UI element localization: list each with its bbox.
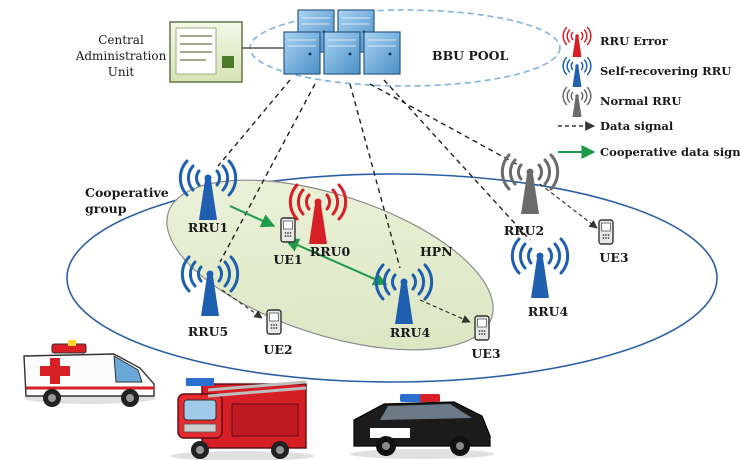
ue3-phone-icon-right bbox=[598, 219, 614, 245]
legend-label-data-signal: Data signal bbox=[600, 119, 674, 133]
rru2-tower bbox=[500, 153, 560, 214]
ue-data-links bbox=[221, 183, 598, 323]
rru1-label: RRU1 bbox=[188, 220, 228, 235]
cooperative-group-line1: Cooperative bbox=[85, 185, 169, 200]
data-signal-lines bbox=[217, 79, 531, 269]
cooperative-group-line2: group bbox=[85, 201, 127, 216]
ue2-phone-icon bbox=[266, 309, 282, 335]
rru2-label: RRU2 bbox=[504, 223, 544, 238]
ue2-label: UE2 bbox=[263, 342, 292, 357]
legend-label-self-recovering: Self-recovering RRU bbox=[600, 64, 731, 78]
rru5-label: RRU5 bbox=[188, 324, 228, 339]
ue3-label-hpn: UE3 bbox=[471, 346, 500, 361]
legend-label-normal: Normal RRU bbox=[600, 94, 681, 108]
ue1-label: UE1 bbox=[273, 252, 302, 267]
legend-label-error: RRU Error bbox=[600, 34, 669, 48]
rru4-label-right: RRU4 bbox=[528, 304, 569, 319]
legend-normal-icon bbox=[562, 86, 592, 117]
central-unit-line2: Administration bbox=[75, 49, 167, 63]
central-unit-line1: Central bbox=[98, 33, 144, 47]
legend-self-recovering-icon bbox=[562, 56, 592, 87]
central-unit-line3: Unit bbox=[108, 65, 135, 79]
rru4-tower-right bbox=[510, 237, 570, 298]
hpn-area bbox=[166, 179, 494, 351]
ue1-phone-icon bbox=[280, 217, 296, 243]
ambulance-icon bbox=[23, 340, 156, 407]
hpn-label: HPN bbox=[420, 244, 453, 259]
ue3-phone-icon-hpn bbox=[474, 315, 490, 341]
bbu-servers bbox=[283, 9, 401, 75]
rru4-label-hpn: RRU4 bbox=[390, 325, 431, 340]
police-car-icon bbox=[350, 394, 494, 459]
bbu-pool-label: BBU POOL bbox=[432, 48, 509, 63]
legend: RRU Error Self-recovering RRU Normal RRU… bbox=[558, 26, 740, 159]
coverage-area bbox=[66, 173, 718, 383]
cooperative-signal-lines bbox=[229, 205, 388, 286]
central-admin-unit bbox=[169, 21, 284, 83]
legend-error-icon bbox=[562, 26, 592, 57]
ue3-label-right: UE3 bbox=[599, 250, 628, 265]
legend-label-cooperative-signal: Cooperative data signal bbox=[600, 145, 740, 159]
fire-truck-icon bbox=[170, 378, 314, 460]
rru0-label: RRU0 bbox=[310, 244, 351, 259]
